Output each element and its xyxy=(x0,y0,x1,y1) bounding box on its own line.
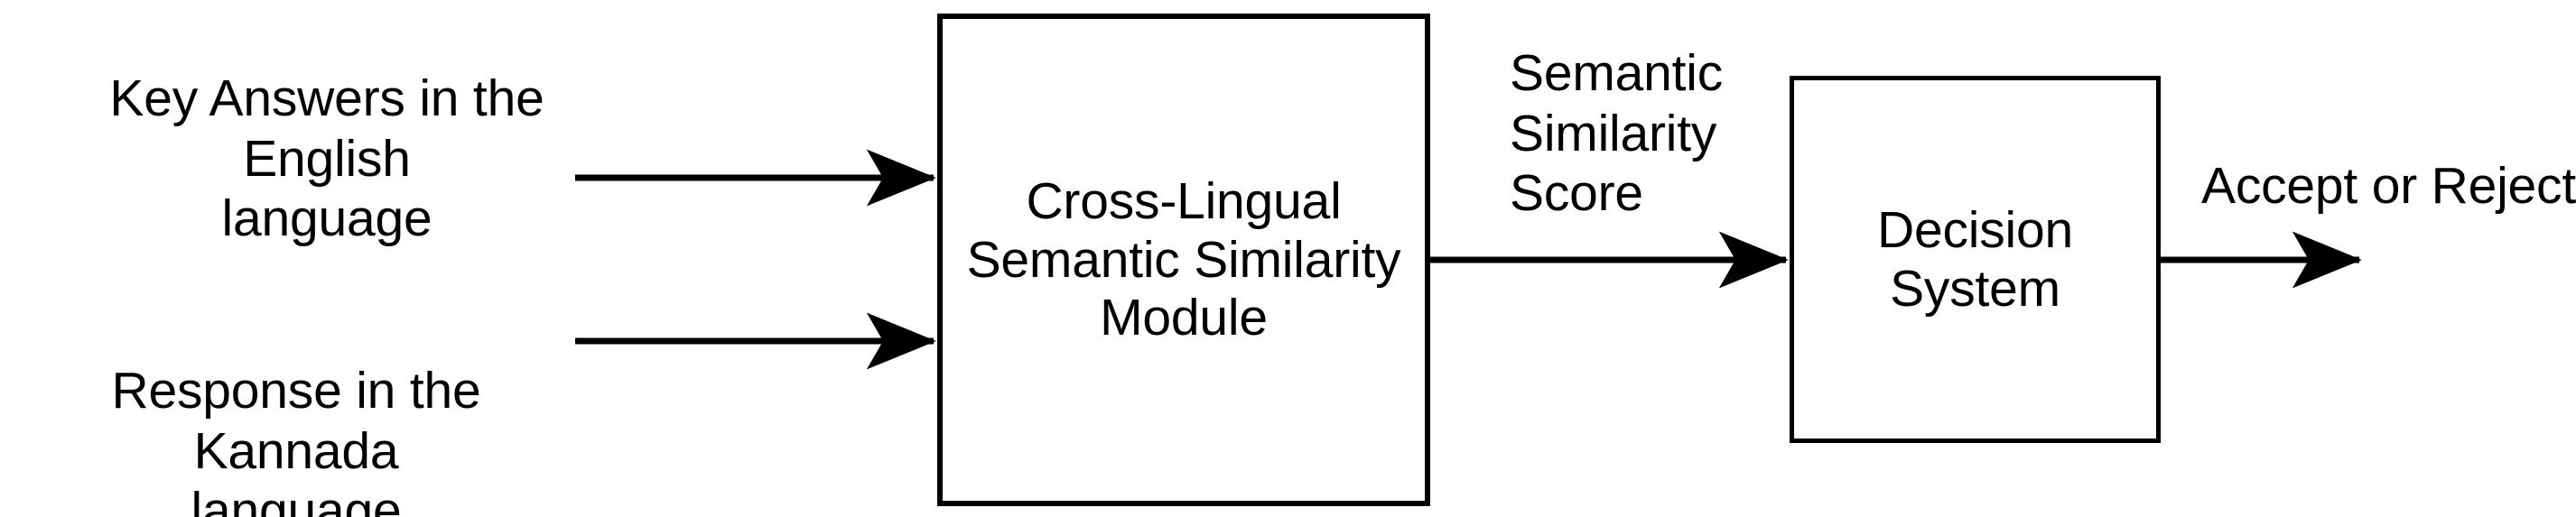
node-cross-lingual-module-label: Cross-Lingual Semantic Similarity Module xyxy=(966,171,1401,347)
label-accept-or-reject: Accept or Reject xyxy=(2201,157,2576,215)
node-decision-system[interactable]: Decision System xyxy=(1790,76,2161,443)
node-decision-system-label: Decision System xyxy=(1877,200,2073,318)
label-key-answers-english: Key Answers in the English language xyxy=(109,69,544,248)
node-cross-lingual-module[interactable]: Cross-Lingual Semantic Similarity Module xyxy=(937,14,1430,506)
label-response-kannada: Response in the Kannada language xyxy=(111,362,481,517)
label-semantic-similarity-score: Semantic Similarity Score xyxy=(1510,44,1724,223)
